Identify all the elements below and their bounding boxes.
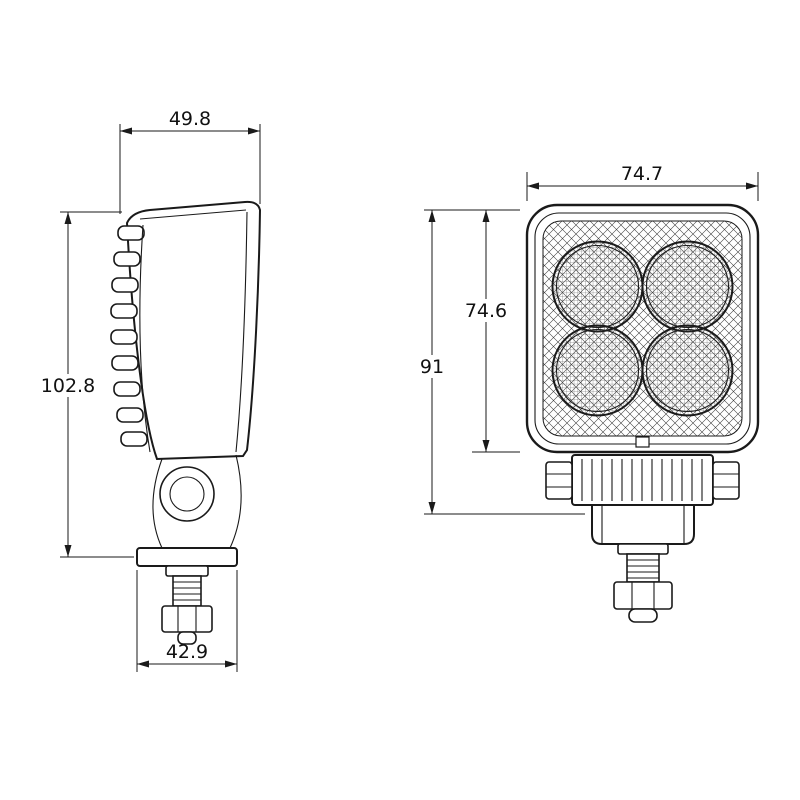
side-housing-body <box>125 200 262 461</box>
hex-nut-facets <box>631 582 655 609</box>
led-lens-ring <box>645 244 730 329</box>
fin <box>111 355 139 371</box>
hex-nut-facets <box>177 606 197 632</box>
arrowhead-right <box>248 127 260 135</box>
arrowhead-left <box>137 660 149 668</box>
side-bolt-right <box>712 461 740 500</box>
side-bolt-right-facets <box>713 473 739 488</box>
fin <box>110 303 138 319</box>
extension-lines <box>60 211 134 558</box>
fin <box>110 329 138 345</box>
side-view <box>110 200 262 645</box>
dim-label-front-lens-height: 74.6 <box>465 300 507 322</box>
led-lens-ring <box>645 328 730 413</box>
label-background <box>458 299 514 322</box>
thread-lines <box>173 581 201 601</box>
side-heatsink-fins <box>110 224 151 453</box>
extension-lines <box>119 124 261 214</box>
bracket-left-edge <box>152 458 163 549</box>
side-housing-top-edge <box>139 209 247 220</box>
extension-lines <box>424 209 520 453</box>
fin <box>120 431 148 447</box>
led-lens <box>551 324 644 417</box>
side-mounting-bolt <box>161 565 213 645</box>
arrowhead-bottom <box>482 440 490 452</box>
hex-nut <box>161 605 213 633</box>
arrowhead-top <box>428 210 436 222</box>
bracket-arm-lines <box>601 505 685 543</box>
arrowhead-left <box>527 182 539 190</box>
dim-label-front-total-height: 91 <box>420 356 444 378</box>
fin <box>113 251 141 267</box>
dimension-front-lens-height: 74.6 <box>424 209 520 453</box>
led-lens <box>641 324 734 417</box>
led-lens <box>641 240 734 333</box>
dimension-side-base-width: 42.9 <box>136 570 238 672</box>
fin-base-line <box>139 224 151 453</box>
arrowhead-bottom <box>64 545 72 557</box>
washer <box>165 565 209 577</box>
front-view <box>525 203 760 623</box>
bolt-end <box>628 608 658 623</box>
fin <box>116 407 144 423</box>
dim-label-front-top-width: 74.7 <box>621 163 663 185</box>
bolt-end <box>177 631 197 645</box>
hex-nut <box>613 581 673 610</box>
bracket-right-edge <box>229 454 242 549</box>
dimension-side-height: 102.8 <box>36 211 134 558</box>
dimension-side-top-width: 49.8 <box>119 108 261 214</box>
led-lens-ring <box>555 328 640 413</box>
front-mounting-bolt <box>613 543 673 623</box>
side-bolt-left <box>545 461 573 500</box>
side-lens-bezel-line <box>235 211 248 453</box>
threaded-stem <box>172 575 202 607</box>
bracket-u-shape <box>591 504 695 545</box>
arrowhead-left <box>120 127 132 135</box>
bottom-notch <box>635 436 650 448</box>
fin <box>111 277 139 293</box>
extension-lines <box>136 570 238 672</box>
dim-label-side-base-width: 42.9 <box>166 641 208 663</box>
led-lenses <box>551 240 734 417</box>
arrowhead-right <box>225 660 237 668</box>
side-mounting-bracket <box>136 454 242 567</box>
label-background <box>413 355 451 378</box>
front-heatsink-block <box>545 454 740 506</box>
led-lens-ring <box>555 244 640 329</box>
label-background <box>36 374 100 397</box>
front-mounting-bracket <box>591 504 695 545</box>
heatsink-slots <box>581 459 703 501</box>
dimension-front-total-height: 91 <box>413 210 585 515</box>
side-bolt-left-facets <box>546 473 572 488</box>
threaded-stem <box>626 553 660 583</box>
dim-label-side-top-width: 49.8 <box>169 108 211 130</box>
pivot-knob-inner <box>169 476 205 512</box>
fin <box>113 381 141 397</box>
fin <box>117 225 145 241</box>
arrowhead-right <box>746 182 758 190</box>
washer <box>617 543 669 555</box>
arrowhead-bottom <box>428 502 436 514</box>
arrowhead-top <box>482 210 490 222</box>
bracket-foot <box>136 547 238 567</box>
thread-lines <box>627 559 659 579</box>
dimension-front-top-width: 74.7 <box>526 163 759 201</box>
dim-label-side-height: 102.8 <box>41 375 95 397</box>
led-lens <box>551 240 644 333</box>
arrowhead-top <box>64 212 72 224</box>
pivot-knob-outer <box>159 466 215 522</box>
